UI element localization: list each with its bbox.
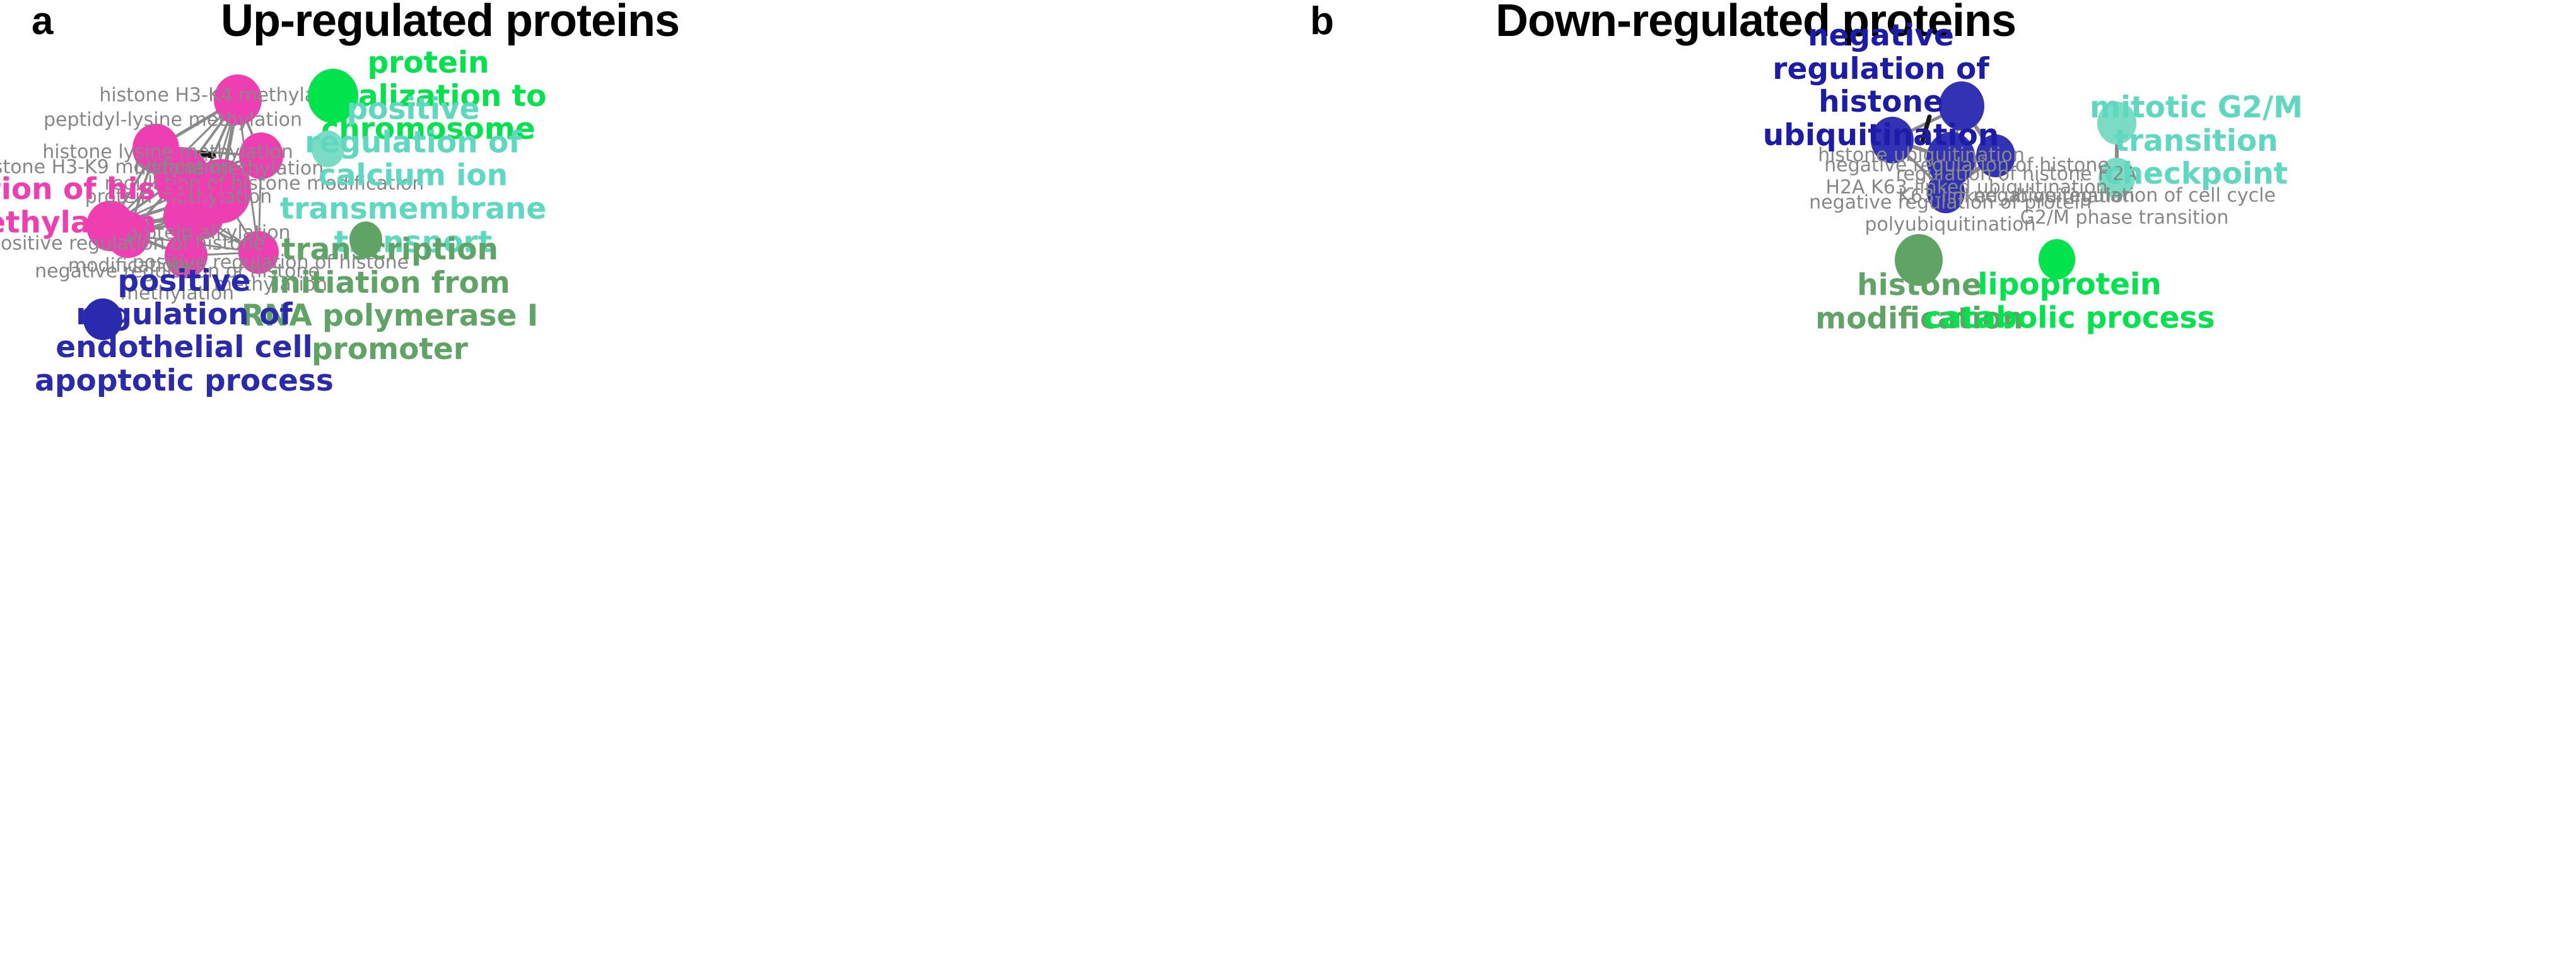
network-up-regulated: histone H3-K4 methylation peptidyl-lysin… [0, 74, 424, 305]
cluster-label-protein-localization-to-chromosome: protein localization to chromosome [310, 45, 547, 147]
network-node[interactable] [1871, 117, 1914, 163]
legend-dot-protein-localization-to-chromosome[interactable] [308, 69, 358, 123]
cluster-label-transcription-initiation-from-rna-polymerase-i-promoter: transcription initiation from RNA polyme… [241, 232, 539, 367]
node-label: regulation of histone modification [104, 172, 424, 195]
node-label: positive regulation of histone methylati… [132, 251, 409, 296]
network-node[interactable] [1976, 134, 2015, 177]
network-down-regulated: histone ubiquitination negative regulati… [1288, 0, 2576, 966]
node-label: negative regulation of protein polyubiqu… [1809, 191, 2092, 236]
node-label: histone lysine methylation [42, 141, 293, 163]
legend-dot-transcription-initiation-from-rna-polymerase-i-promoter[interactable] [349, 221, 382, 258]
node-label: negative regulation of histone H2A K63-l… [1824, 154, 2109, 199]
panel-letter-a: a [32, 0, 53, 43]
panel-title-a: Up-regulated proteins [221, 0, 680, 46]
panel-letter-b: b [1310, 0, 1334, 43]
node-label: negative regulation of histone methylati… [35, 260, 320, 305]
network-node[interactable] [214, 74, 262, 125]
network-node[interactable] [165, 233, 208, 278]
cluster-label-histone-modification: histone modification [1815, 268, 2023, 336]
cluster-label-negative-regulation-of-histone-ubiquitination: negative regulation of histone ubiquitin… [1762, 18, 1999, 153]
cluster-label-positive-regulation-of-calcium-ion-transmembrane-transport: positive regulation of calcium ion trans… [279, 91, 547, 259]
legend-dot-positive-regulation-of-calcium-ion-transmembrane-transport[interactable] [312, 131, 344, 167]
node-label: protein methylation [85, 186, 272, 208]
cluster-label-positive-regulation-of-endothelial-cell-apoptotic-process: positive regulation of endothelial cell … [35, 263, 334, 398]
network-node[interactable] [106, 211, 150, 258]
node-label: regulation of histone H2A K63-linked ubi… [1895, 163, 2138, 208]
network-node[interactable] [2097, 102, 2136, 144]
cluster-label-regulation-of-histone-methylation: regulation of histone methylation [0, 172, 231, 240]
legend-dot-positive-regulation-of-endothelial-cell-apoptotic-process[interactable] [83, 298, 122, 340]
network-node[interactable] [2099, 158, 2135, 198]
cluster-label-mitotic-g2-m-transition-checkpoint: mitotic G2/M transition checkpoint [2090, 90, 2303, 192]
node-label: histone ubiquitination [1818, 144, 2025, 167]
node-label: histone methylation [134, 157, 324, 180]
legend-dot-lipoprotein-catabolic-process[interactable] [2039, 239, 2075, 280]
network-node[interactable] [1939, 81, 1984, 131]
node-label: histone H3-K9 modification [0, 156, 233, 179]
node-label: protein alkylation [126, 221, 291, 244]
panel-up-regulated: a Up-regulated proteins [0, 0, 680, 398]
network-node[interactable] [238, 231, 279, 274]
node-label: negative regulation of cell cycle G2/M p… [1973, 184, 2276, 229]
network-node[interactable] [183, 196, 223, 239]
panel-title-b: Down-regulated proteins [1496, 0, 2017, 46]
node-label: peptidyl-lysine methylation [43, 109, 303, 131]
node-label: positive regulation of histone modificat… [0, 232, 266, 277]
panel-down-regulated: b Down-regulated proteins [1288, 0, 2576, 966]
cluster-label-lipoprotein-catabolic-process: lipoprotein catabolic process [1924, 267, 2215, 335]
network-node[interactable] [1927, 172, 1965, 213]
network-node[interactable] [239, 133, 283, 179]
legend-dot-histone-modification[interactable] [1895, 234, 1943, 286]
